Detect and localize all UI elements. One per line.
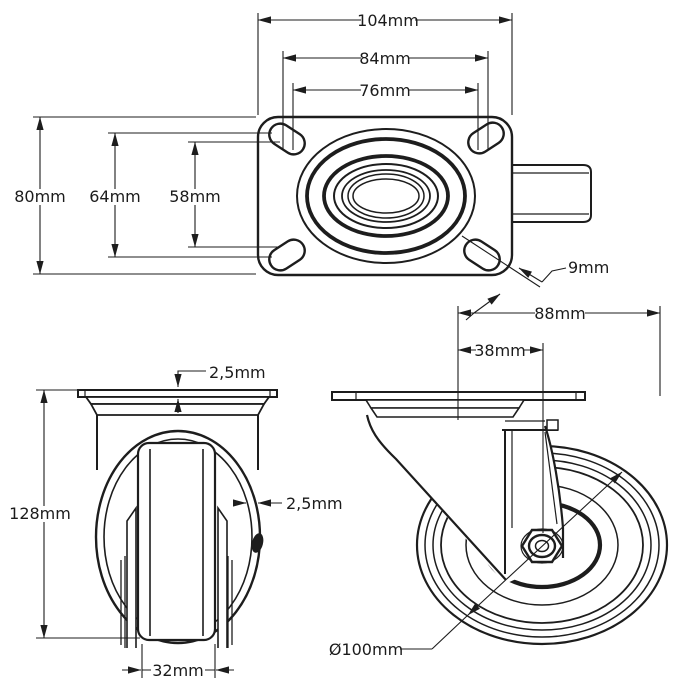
swivel-race-lower-side <box>369 407 521 418</box>
dim-swivel-offset: 38mm <box>457 341 544 533</box>
dim-bolt-spacing-inner: 76mm <box>292 81 479 150</box>
dim-label-128mm: 128mm <box>9 504 71 523</box>
dim-label-76mm: 76mm <box>359 81 411 100</box>
top-view-plate: 104mm 84mm 76mm 80mm 64mm <box>14 11 609 321</box>
slot-hole-bottom-left <box>268 238 306 272</box>
dim-slot-width: 9mm <box>461 235 609 321</box>
dim-overall-width: 104mm <box>257 11 513 115</box>
dim-wheel-diameter: Ø100mm <box>329 471 623 659</box>
dim-label-9mm: 9mm <box>568 258 609 277</box>
front-view-caster: 128mm 2,5mm 2,5mm 32mm <box>9 363 342 680</box>
dim-bolt-spacing-outer: 84mm <box>282 49 489 150</box>
dim-overall-length: 88mm <box>457 304 661 420</box>
slot-hole-bottom-right <box>463 238 501 272</box>
dim-label-58mm: 58mm <box>169 187 221 206</box>
dim-plate-thickness: 2,5mm <box>174 363 266 413</box>
dim-label-104mm: 104mm <box>357 11 419 30</box>
dim-label-80mm: 80mm <box>14 187 66 206</box>
dim-label-plate-25mm: 2,5mm <box>209 363 266 382</box>
swivel-race-upper-side <box>364 399 526 409</box>
fork-front-edge <box>365 414 507 581</box>
plate-outline <box>256 115 514 277</box>
dim-label-88mm: 88mm <box>534 304 586 323</box>
dim-overall-height: 128mm <box>9 389 140 639</box>
dim-label-fork-25mm: 2,5mm <box>286 494 343 513</box>
slot-hole-top-left <box>268 122 306 156</box>
swivel-bearing-rings <box>296 128 476 264</box>
fork-leg-slats <box>120 505 233 648</box>
dim-overall-depth: 80mm <box>14 116 256 275</box>
dim-fork-thickness: 2,5mm <box>233 494 343 513</box>
mount-plate-front <box>77 389 278 398</box>
dim-label-84mm: 84mm <box>359 49 411 68</box>
dim-label-32mm: 32mm <box>152 661 204 680</box>
shaft <box>511 164 592 223</box>
dim-label-38mm: 38mm <box>474 341 526 360</box>
dim-bolt-depth-inner: 58mm <box>169 141 280 248</box>
fork-side-tab <box>251 533 264 553</box>
dim-bolt-depth-outer: 64mm <box>89 132 272 258</box>
slot-hole-top-right <box>467 121 505 155</box>
dim-wheel-width: 32mm <box>122 644 234 680</box>
dim-label-64mm: 64mm <box>89 187 141 206</box>
side-view-caster: 88mm 38mm Ø100mm <box>329 304 669 659</box>
dim-label-100mm: Ø100mm <box>329 640 403 659</box>
wheel-front <box>136 441 217 642</box>
